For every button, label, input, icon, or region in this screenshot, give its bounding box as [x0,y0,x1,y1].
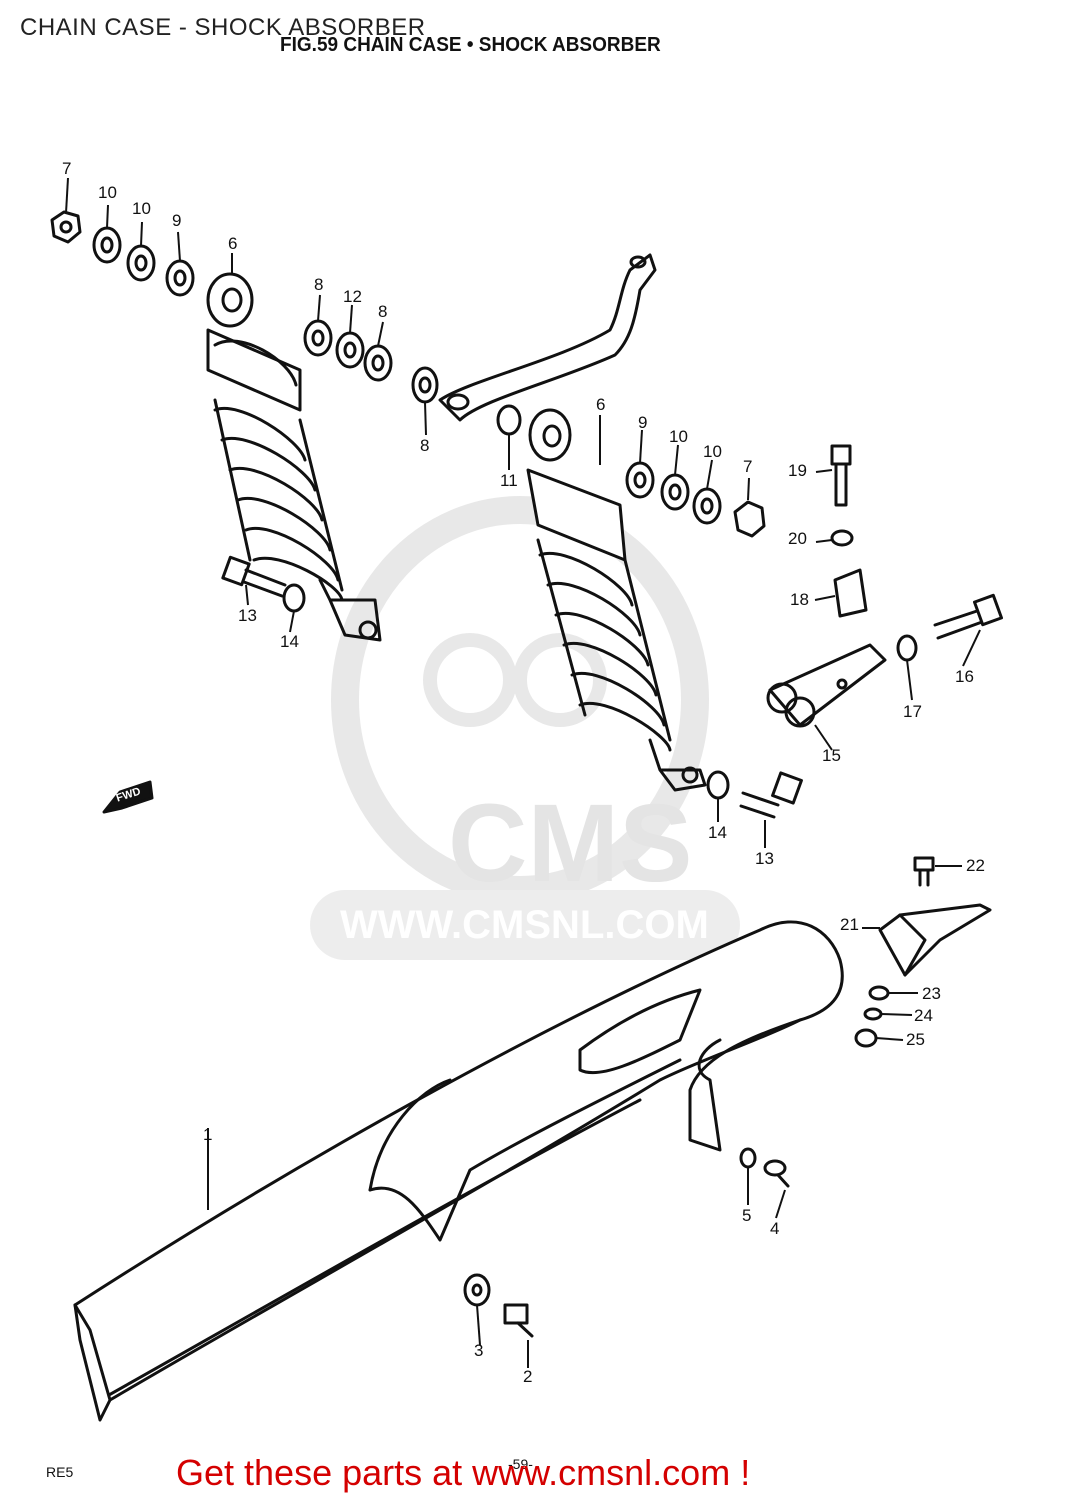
clip-21 [878,903,992,977]
watermark-logo-text: CMS [448,782,693,905]
callout-10: 10 [669,427,688,446]
page-title: CHAIN CASE - SHOCK ABSORBER [20,14,426,41]
callout-6: 6 [228,234,238,253]
washer-10d [692,487,722,525]
callout-1: 1 [203,1125,213,1144]
chain-case-stay [438,253,657,422]
callout-14: 14 [280,632,299,651]
fwd-arrow-icon [102,780,154,814]
callout-17: 17 [903,702,922,721]
callout-10: 10 [98,183,117,202]
callout-11: 11 [500,471,518,490]
callout-4: 4 [770,1219,780,1238]
callout-19: 19 [788,461,807,480]
callout-15: 15 [822,746,841,765]
callout-16: 16 [955,667,974,686]
washer-5 [739,1147,757,1169]
washer-20 [830,529,854,547]
callout-20: 20 [788,529,807,548]
callout-10: 10 [132,199,151,218]
model-code: RE5 [46,1464,74,1480]
callout-6: 6 [596,395,606,414]
washer-10b [126,244,156,282]
callout-2: 2 [523,1367,533,1386]
washer-12 [335,331,365,369]
screw-4 [763,1159,790,1188]
washer-14-left [282,583,306,613]
bolt-13-left [221,555,287,598]
washer-11 [496,404,522,436]
bolt-2 [503,1303,534,1338]
chain-case [73,920,844,1422]
callout-3: 3 [474,1341,484,1360]
bolt-16 [933,593,1004,640]
callout-8: 8 [378,302,388,321]
washer-3 [463,1273,491,1307]
screw-22 [913,856,935,887]
bolt-13-right [739,771,803,819]
callout-25: 25 [906,1030,925,1049]
bolt-19 [830,444,852,507]
callout-8: 8 [420,436,430,455]
callout-9: 9 [172,211,182,230]
shock-absorber-left [206,272,382,642]
washer-23 [868,985,890,1001]
parts-store-link[interactable]: Get these parts at www.cmsnl.com ! [176,1452,751,1493]
washer-14-right [706,770,730,800]
washer-24 [863,1007,883,1021]
callout-13: 13 [755,849,774,868]
callout-23: 23 [922,984,941,1003]
callout-7: 7 [743,457,753,476]
washer-8c [411,366,439,404]
callout-14: 14 [708,823,727,842]
callout-8: 8 [314,275,324,294]
washer-10c [660,473,690,511]
washer-9b [625,461,655,499]
washer-8b [363,344,393,382]
watermark-url: WWW.CMSNL.COM [340,903,709,947]
nut-7-left [50,210,82,244]
callout-18: 18 [790,590,809,609]
cms-watermark-logo [310,496,740,960]
callout-7: 7 [62,159,72,178]
washer-10a [92,226,122,264]
shock-absorber-right [526,408,707,792]
page-number: -59- [508,1456,533,1472]
nut-25 [854,1028,878,1048]
callout-24: 24 [914,1006,933,1025]
callout-13: 13 [238,606,257,625]
callout-22: 22 [966,856,985,875]
washer-9a [165,259,195,297]
washer-17 [896,634,918,662]
callout-21: 21 [840,915,859,934]
washer-8a [303,319,333,357]
callout-9: 9 [638,413,648,432]
clamp-18 [833,568,868,618]
callout-5: 5 [742,1206,752,1225]
nut-7-right [733,500,766,538]
callout-10: 10 [703,442,722,461]
bracket-15 [766,643,887,728]
figure-title: FIG.59 CHAIN CASE • SHOCK ABSORBER [280,34,661,56]
callout-12: 12 [343,287,362,306]
